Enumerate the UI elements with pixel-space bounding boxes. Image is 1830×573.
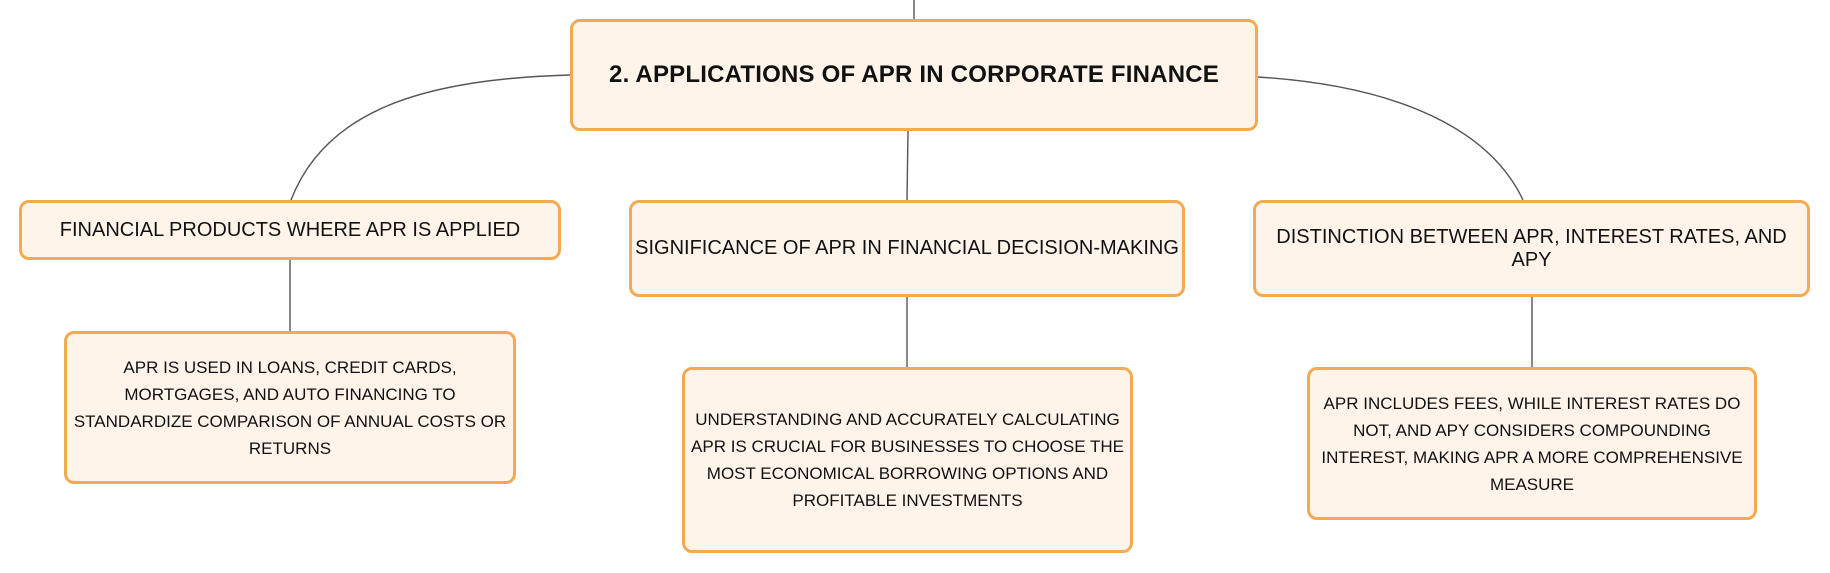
root-to-branch-2-connector: [906, 130, 909, 201]
branch-label: DISTINCTION BETWEEN APR, INTEREST RATES,…: [1276, 225, 1787, 271]
root-topic-label: 2. APPLICATIONS OF APR IN CORPORATE FINA…: [609, 61, 1219, 88]
branch-node-distinction[interactable]: DISTINCTION BETWEEN APR, INTEREST RATES,…: [1253, 200, 1810, 297]
detail-text: UNDERSTANDING AND ACCURATELY CALCULATING…: [691, 410, 1124, 510]
detail-text: APR IS USED IN LOANS, CREDIT CARDS, MORT…: [73, 357, 507, 458]
root-topic-node[interactable]: 2. APPLICATIONS OF APR IN CORPORATE FINA…: [570, 19, 1258, 131]
detail-node-significance[interactable]: UNDERSTANDING AND ACCURATELY CALCULATING…: [682, 367, 1133, 553]
root-to-branch-3-connector: [1257, 76, 1524, 201]
branch-node-financial-products[interactable]: FINANCIAL PRODUCTS WHERE APR IS APPLIED: [19, 200, 561, 260]
detail-node-financial-products[interactable]: APR IS USED IN LOANS, CREDIT CARDS, MORT…: [64, 331, 516, 484]
detail-node-distinction[interactable]: APR INCLUDES FEES, WHILE INTEREST RATES …: [1307, 367, 1757, 520]
detail-text: APR INCLUDES FEES, WHILE INTEREST RATES …: [1321, 393, 1743, 494]
branch-label: SIGNIFICANCE OF APR IN FINANCIAL DECISIO…: [635, 237, 1179, 259]
branch-node-significance[interactable]: SIGNIFICANCE OF APR IN FINANCIAL DECISIO…: [629, 200, 1185, 297]
root-to-branch-1-connector: [290, 74, 571, 201]
branch-label: FINANCIAL PRODUCTS WHERE APR IS APPLIED: [59, 218, 521, 241]
